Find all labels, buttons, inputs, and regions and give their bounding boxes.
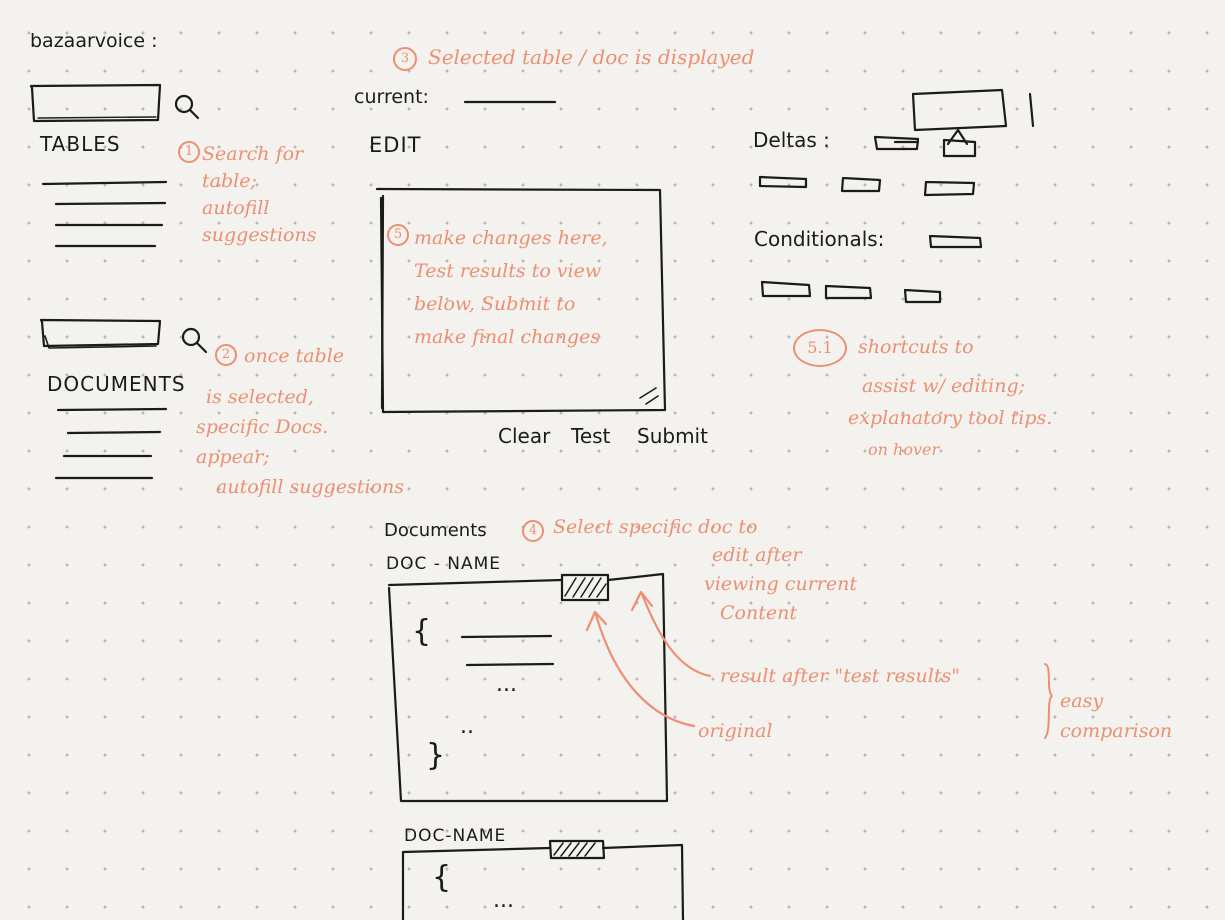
document-card[interactable]: [387, 572, 669, 803]
annotation-step-5: make changes here, Test results to view …: [414, 222, 608, 354]
app-logo: bazaarvoice :: [30, 30, 158, 52]
step-number: 1: [178, 141, 200, 163]
annotation-original-label: original: [698, 720, 773, 742]
annotation-step-2-title: once table: [244, 345, 345, 367]
annotation-line: on hover: [868, 440, 940, 459]
annotation-line: assist w/ editing;: [862, 375, 1026, 397]
edit-textarea[interactable]: [375, 187, 667, 414]
annotation-line: comparison: [1060, 720, 1173, 742]
edit-heading: EDIT: [369, 133, 422, 157]
preview-box: [911, 88, 1035, 132]
doc-brace-open: {: [432, 860, 452, 895]
annotation-line: autofill suggestions: [216, 476, 404, 498]
annotation-line: explanatory tool tips.: [848, 407, 1053, 429]
submit-button[interactable]: Submit: [637, 424, 708, 448]
annotation-arrows: [585, 590, 1053, 739]
tables-list: [41, 180, 168, 248]
search-icon[interactable]: [181, 327, 208, 354]
doc-ellipsis: ...: [496, 672, 517, 697]
documents-heading: DOCUMENTS: [47, 372, 186, 396]
annotation-step-4-title: Select specific doc to: [553, 516, 758, 538]
delta-shortcut-buttons[interactable]: [758, 128, 977, 197]
annotation-line: below, Submit to: [414, 293, 576, 315]
documents-search-input[interactable]: [39, 318, 162, 349]
doc-brace-close: }: [426, 738, 446, 773]
test-button[interactable]: Test: [571, 424, 611, 448]
doc-ellipsis: ...: [493, 888, 514, 913]
clear-button[interactable]: Clear: [498, 424, 551, 448]
annotation-line: autofill: [202, 197, 270, 219]
tables-heading: TABLES: [40, 132, 121, 156]
step-number: 2: [215, 344, 237, 366]
annotation-result-label: result after "test results": [720, 665, 960, 687]
document-card[interactable]: [401, 839, 685, 920]
annotation-line: easy: [1060, 690, 1104, 712]
search-icon[interactable]: [174, 94, 200, 120]
annotation-line: table;: [202, 170, 257, 192]
annotation-step-1: Search for table; autofill suggestions: [202, 141, 316, 249]
doc-name-2: DOC-NAME: [404, 826, 507, 846]
annotation-step-3: Selected table / doc is displayed: [428, 45, 755, 69]
annotation-line: edit after: [712, 544, 802, 566]
annotation-line: make changes here,: [414, 227, 608, 249]
annotation-step-4: edit after viewing current Content: [700, 541, 857, 628]
conditional-shortcut-buttons[interactable]: [760, 234, 983, 304]
step-number: 3: [393, 47, 417, 71]
annotation-line: is selected,: [206, 386, 314, 408]
documents-section-heading: Documents: [384, 520, 487, 541]
conditionals-label: Conditionals:: [754, 227, 885, 251]
annotation-line: Content: [720, 602, 797, 624]
step-number: 5: [387, 224, 409, 246]
annotation-step-5-1: assist w/ editing; explanatory tool tips…: [848, 370, 1052, 466]
deltas-label: Deltas :: [753, 128, 830, 152]
tables-search-input[interactable]: [29, 83, 162, 123]
annotation-line: specific Docs.: [196, 416, 329, 438]
step-number: 5.1: [793, 329, 847, 367]
annotation-line: appear;: [196, 446, 270, 468]
doc-brace-open: {: [412, 614, 432, 649]
annotation-line: Search for: [202, 143, 304, 165]
annotation-easy-comparison: easy comparison: [1060, 686, 1172, 746]
annotation-step-2: is selected, specific Docs. appear; auto…: [196, 382, 404, 502]
annotation-line: viewing current: [704, 573, 857, 595]
step-number: 4: [522, 520, 544, 542]
documents-list: [54, 407, 168, 480]
current-label: current:: [354, 86, 429, 108]
annotation-step-5-1-title: shortcuts to: [858, 336, 974, 358]
doc-ellipsis: ..: [460, 714, 474, 739]
doc-name-1: DOC - NAME: [386, 554, 502, 574]
annotation-line: Test results to view: [414, 260, 602, 282]
annotation-line: make final changes: [414, 326, 601, 348]
annotation-line: suggestions: [202, 224, 317, 246]
